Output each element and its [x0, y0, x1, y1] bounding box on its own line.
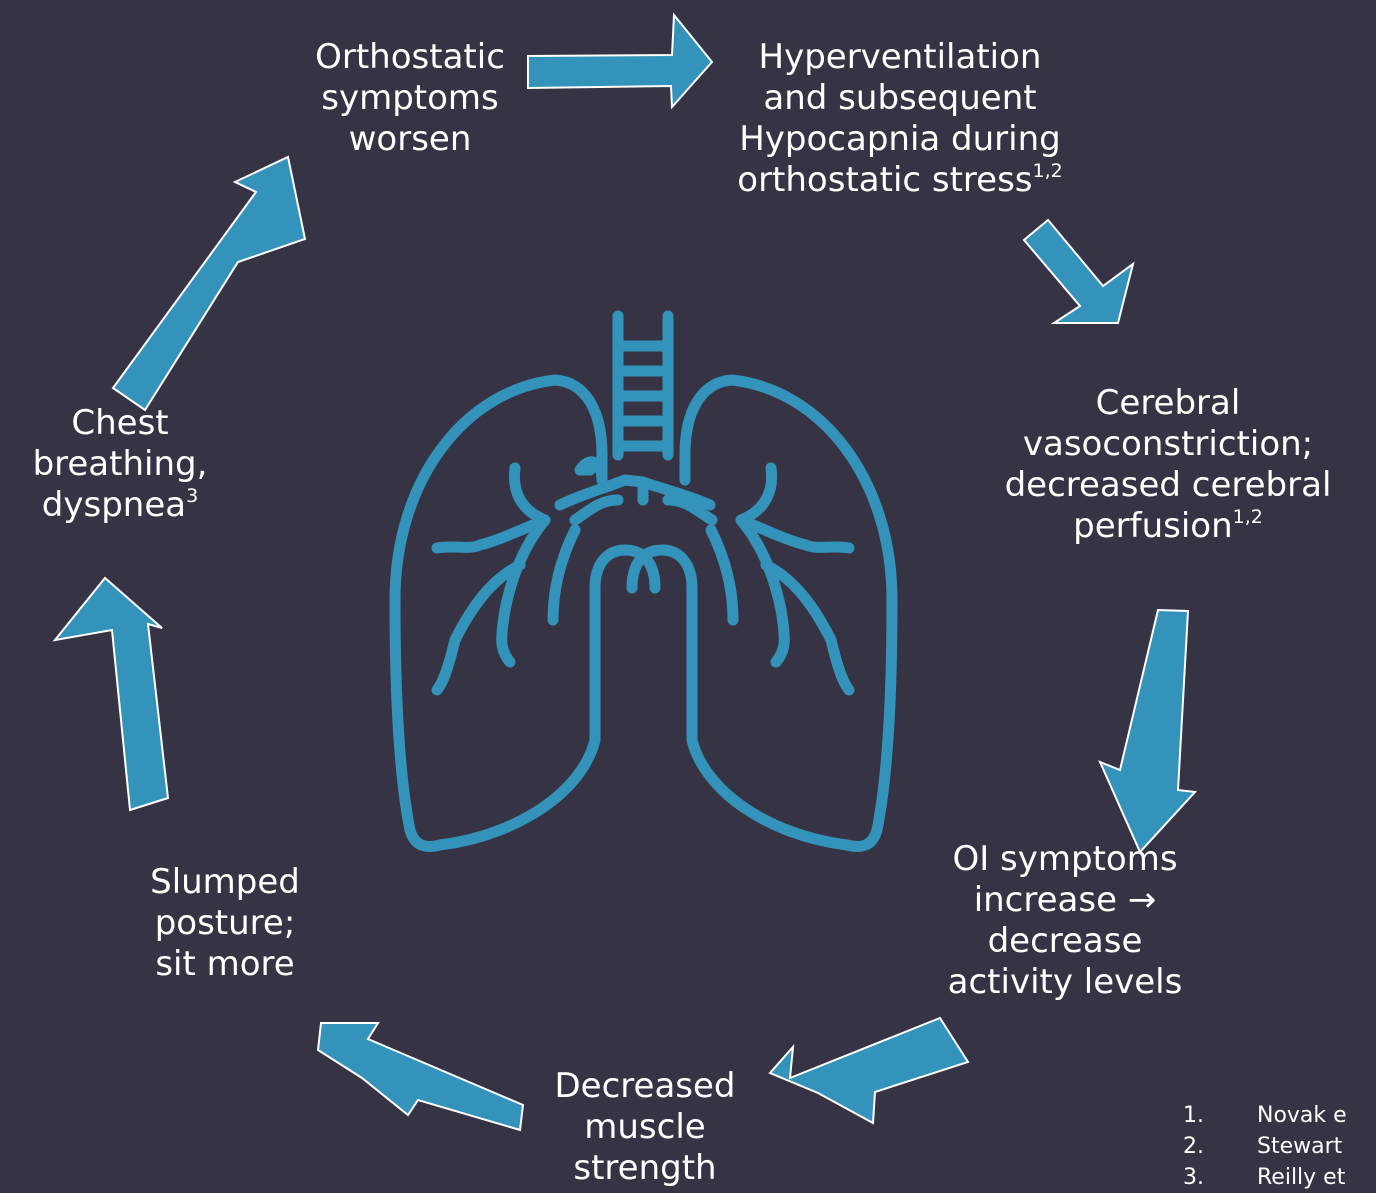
reference-item: 2.Stewart [1183, 1131, 1347, 1162]
trachea [618, 316, 668, 455]
node-line: perfusion1,2 [960, 506, 1376, 547]
reference-number: 3. [1183, 1162, 1257, 1193]
arrow-5-to-6 [318, 1023, 523, 1130]
node-line: Chest [10, 403, 230, 444]
citation-superscript: 3 [186, 485, 198, 507]
node-line: and subsequent [700, 78, 1100, 119]
reference-item: 1.Novak e [1183, 1100, 1347, 1131]
reference-number: 2. [1183, 1131, 1257, 1162]
reference-number: 1. [1183, 1100, 1257, 1131]
node-line-text: dyspnea [42, 485, 186, 525]
node-cerebral-vasoconstriction: Cerebral vasoconstriction; decreased cer… [960, 383, 1376, 547]
node-line: Hyperventilation [700, 37, 1100, 78]
node-line: posture; [115, 903, 335, 944]
reference-text: Novak e [1257, 1103, 1347, 1128]
node-line: sit more [115, 944, 335, 985]
node-line: Orthostatic [290, 37, 530, 78]
node-line: OI symptoms [915, 839, 1215, 880]
node-line: worsen [290, 119, 530, 160]
arrow-3-to-4 [1100, 610, 1195, 852]
node-line: Cerebral [960, 383, 1376, 424]
node-line: Decreased [525, 1066, 765, 1107]
references-list: 1.Novak e 2.Stewart 3.Reilly et [1183, 1100, 1347, 1193]
node-line: muscle [525, 1107, 765, 1148]
node-line: symptoms [290, 78, 530, 119]
node-line-text: perfusion [1073, 506, 1233, 546]
node-line: breathing, [10, 444, 230, 485]
node-slumped-posture: Slumped posture; sit more [115, 862, 335, 985]
citation-superscript: 1,2 [1033, 160, 1063, 182]
reference-item: 3.Reilly et [1183, 1162, 1347, 1193]
node-chest-breathing-dyspnea: Chest breathing, dyspnea3 [10, 403, 230, 526]
node-line: dyspnea3 [10, 485, 230, 526]
node-line: activity levels [915, 962, 1215, 1003]
left-branches [437, 468, 575, 690]
arrow-7-to-1 [113, 157, 305, 410]
reference-text: Reilly et [1257, 1165, 1345, 1190]
node-decreased-muscle-strength: Decreased muscle strength [525, 1066, 765, 1189]
node-line: vasoconstriction; [960, 424, 1376, 465]
node-line: orthostatic stress1,2 [700, 160, 1100, 201]
node-line: decrease [915, 921, 1215, 962]
arrow-2-to-3 [1024, 220, 1133, 323]
node-line: Hypocapnia during [700, 119, 1100, 160]
node-oi-symptoms-increase: OI symptoms increase → decrease activity… [915, 839, 1215, 1003]
arrow-1-to-2 [528, 15, 712, 107]
arrow-6-to-7 [55, 578, 168, 810]
reference-text: Stewart [1257, 1134, 1342, 1159]
node-line-text: orthostatic stress [737, 160, 1032, 200]
node-line: Slumped [115, 862, 335, 903]
node-hyperventilation-hypocapnia: Hyperventilation and subsequent Hypocapn… [700, 37, 1100, 201]
lungs-icon [395, 316, 892, 846]
node-line: strength [525, 1148, 765, 1189]
node-line: decreased cerebral [960, 465, 1376, 506]
node-line: increase → [915, 880, 1215, 921]
right-branches [711, 468, 849, 690]
bronchi [560, 480, 712, 520]
citation-superscript: 1,2 [1233, 506, 1263, 528]
node-orthostatic-symptoms-worsen: Orthostatic symptoms worsen [290, 37, 530, 160]
arrow-4-to-5 [770, 1018, 968, 1123]
